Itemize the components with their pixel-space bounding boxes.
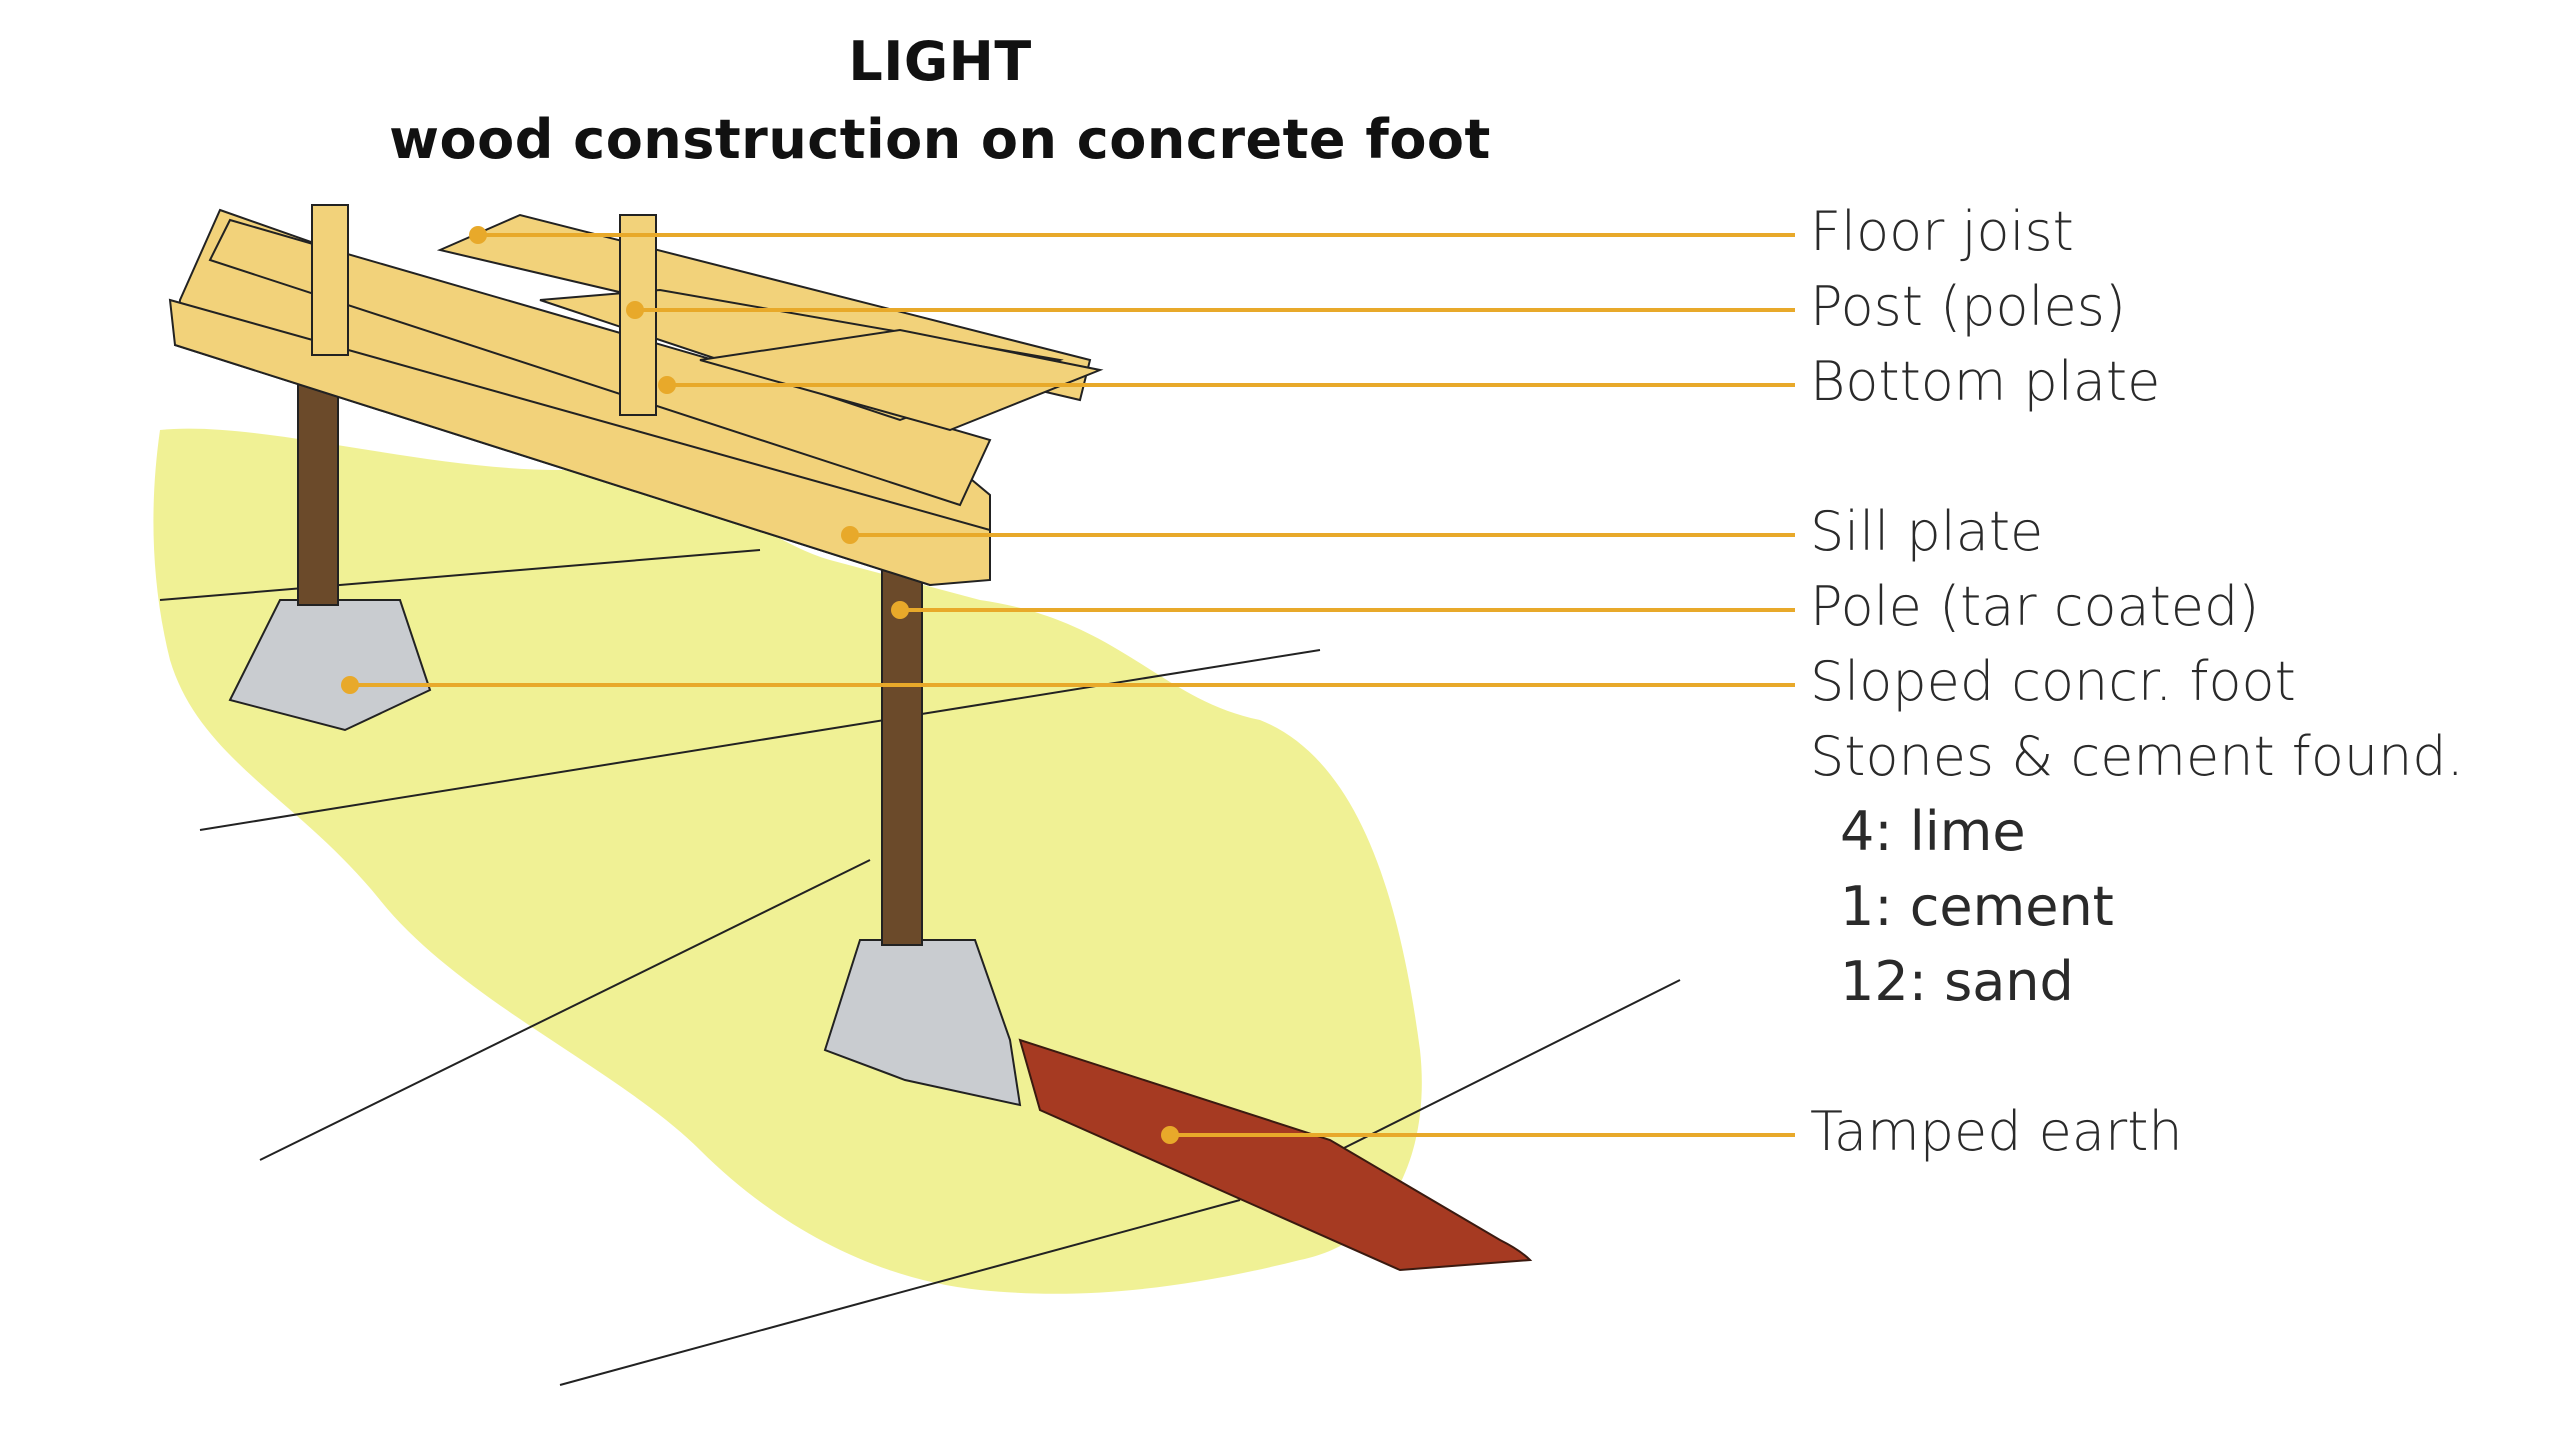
left-concrete-foot <box>228 599 432 732</box>
label-pole: Pole (tar coated) <box>1810 575 2260 638</box>
label-bottom-plate: Bottom plate <box>1810 350 2161 413</box>
ground-lines <box>159 549 1681 1386</box>
leader-bottom-plate-dot <box>658 376 676 394</box>
label-sloped-foot: Sloped concr. foot <box>1810 650 2296 713</box>
leader-sill-plate-dot <box>841 526 859 544</box>
tamped-earth <box>1018 1038 1533 1272</box>
label-sill-plate: Sill plate <box>1810 500 2044 563</box>
leader-pole-dot <box>891 601 909 619</box>
diagram-subtitle: wood construction on concrete foot <box>389 108 1491 171</box>
label-stones-cement: Stones & cement found. <box>1810 725 2464 788</box>
diagram-title: LIGHT <box>848 30 1032 93</box>
wood-members <box>168 204 1104 587</box>
mix-sand: 12: sand <box>1840 950 2074 1013</box>
label-post: Post (poles) <box>1810 275 2126 338</box>
label-tamped-earth: Tamped earth <box>1810 1100 2183 1163</box>
leader-post-dot <box>626 301 644 319</box>
label-floor-joist: Floor joist <box>1810 200 2074 263</box>
leader-floor-joist-dot <box>469 226 487 244</box>
leader-tamped-earth-dot <box>1161 1126 1179 1144</box>
mix-cement: 1: cement <box>1840 875 2114 938</box>
mix-lime: 4: lime <box>1840 800 2026 863</box>
right-concrete-foot <box>823 939 1022 1107</box>
leader-sloped-foot-dot <box>341 676 359 694</box>
